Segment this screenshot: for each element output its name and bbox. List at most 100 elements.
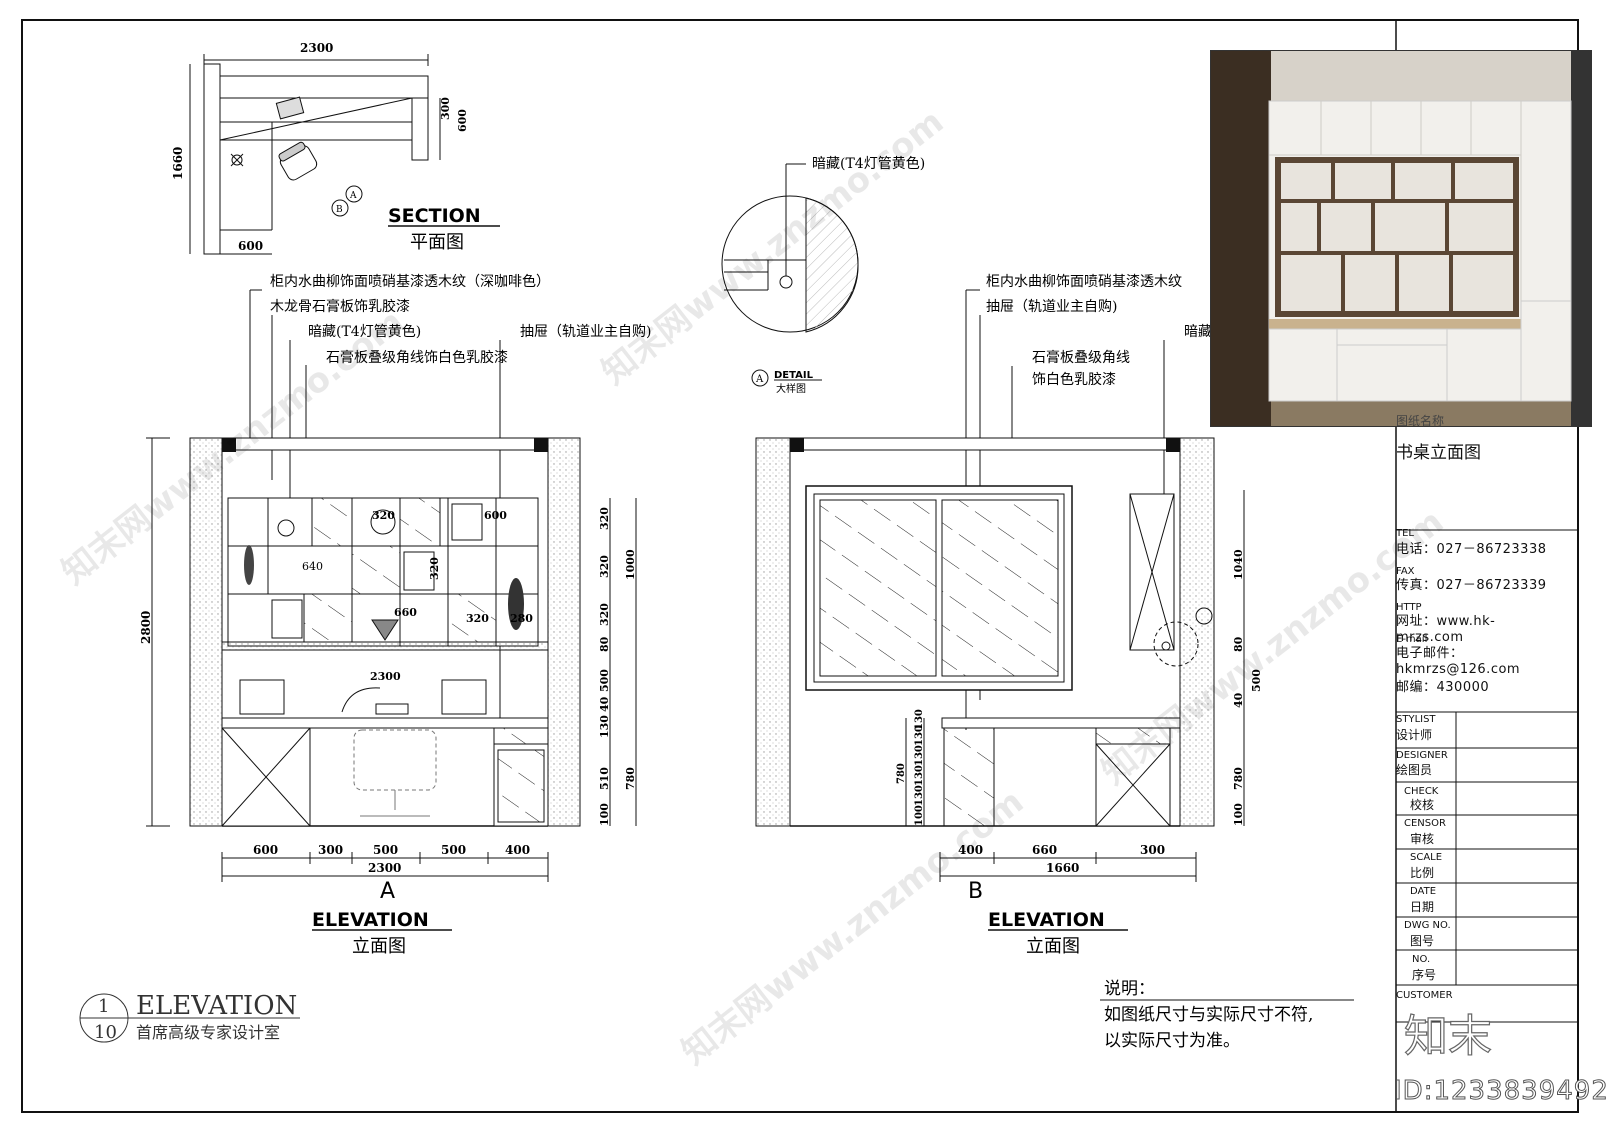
row-cn-5: 日期: [1410, 900, 1435, 914]
notes-title: 说明：: [1104, 979, 1155, 999]
plan-dim-600v: 600: [456, 109, 469, 132]
label-b-1: 抽屉（轨道业主自购): [986, 299, 1117, 315]
plan-dim-depth: 1660: [171, 147, 185, 180]
stamp-num: 1: [98, 996, 109, 1017]
fax-value: 传真：027－86723339: [1396, 578, 1547, 593]
label-b-3: 饰白色乳胶漆: [1032, 371, 1116, 388]
detail-label: 暗藏(T4灯管黄色): [812, 155, 925, 172]
elev-a-bd-0: 600: [253, 843, 278, 857]
row-cn-4: 比例: [1410, 866, 1435, 880]
detail-marker: A: [755, 374, 764, 385]
elev-b-ld-5: 130: [914, 725, 925, 746]
elev-b-rd-2: 40: [1232, 692, 1245, 708]
elev-a-in-5: 320: [466, 612, 489, 625]
elev-a-rd-5: 40: [598, 696, 611, 712]
label-a-4: 石膏板叠级角线饰白色乳胶漆: [326, 349, 508, 366]
elev-b-title-en: ELEVATION: [988, 909, 1105, 931]
tel-label: TEL: [1396, 528, 1414, 539]
drawing-stamp: 1 10 ELEVATION 首席高级专家设计室: [79, 991, 300, 1043]
stamp-cn: 首席高级专家设计室: [136, 1023, 280, 1042]
elev-a-rd-7: 510: [598, 767, 611, 790]
notes-line1: 如图纸尺寸与实际尺寸不符,: [1104, 1005, 1313, 1025]
elev-a-bd-2: 500: [373, 843, 398, 857]
elev-b-bd-0: 400: [958, 843, 983, 857]
elev-a-ro-1: 780: [624, 767, 637, 790]
label-a-1: 木龙骨石膏板饰乳胶漆: [270, 298, 410, 315]
elev-a-bd-1: 300: [318, 843, 343, 857]
elev-b-ld-2: 130: [914, 785, 925, 806]
elev-b-letter: B: [968, 879, 983, 904]
label-a-2: 暗藏(T4灯管黄色): [308, 323, 421, 340]
elev-a-rd-3: 80: [598, 636, 611, 652]
row-en-6: DWG NO.: [1404, 920, 1451, 931]
stamp-en: ELEVATION: [136, 991, 297, 1021]
elev-a-title-cn: 立面图: [352, 936, 406, 957]
elev-a-in-0: 320: [372, 509, 395, 522]
row-cn-7: 序号: [1412, 968, 1437, 982]
reference-photo: [1210, 50, 1592, 427]
stamp-den: 10: [94, 1022, 117, 1043]
elev-b-bd-2: 300: [1140, 843, 1165, 857]
plan-dim-600h: 600: [238, 239, 263, 253]
watermark-id: ID:1233839492: [1394, 1076, 1609, 1107]
postcode: 邮编：430000: [1396, 680, 1490, 695]
plan-view: A B 2300 1660 300 600 600 SECTION 平面图: [171, 41, 500, 255]
elev-a-height: 2800: [139, 611, 153, 644]
row-cn-6: 图号: [1410, 934, 1435, 948]
elev-a-title-en: ELEVATION: [312, 909, 429, 931]
row-cn-3: 审核: [1410, 832, 1435, 846]
label-b-4: 暗藏: [1184, 324, 1212, 340]
elev-b-title-cn: 立面图: [1026, 936, 1080, 957]
label-a-0: 柜内水曲柳饰面喷硝基漆透木纹（深咖啡色）: [270, 273, 550, 290]
elev-a-rd-8: 100: [598, 803, 611, 826]
elev-b-rd-0: 1040: [1232, 549, 1245, 580]
plan-dim-300: 300: [439, 97, 452, 120]
http-value: 网址：www.hk-mrzs.com: [1396, 614, 1496, 645]
row-en-0: STYLIST: [1396, 714, 1436, 725]
elev-a-letter: A: [380, 879, 395, 904]
row-en-3: CENSOR: [1404, 818, 1446, 829]
elev-b-ld-6: 130: [914, 709, 925, 730]
elev-a-rd-2: 320: [598, 603, 611, 626]
elev-b-rd-1: 80: [1232, 636, 1245, 652]
elev-b-ld-4: 130: [914, 745, 925, 766]
row-en-2: CHECK: [1404, 786, 1439, 797]
elevation-b: 柜内水曲柳饰面喷硝基漆透木纹 抽屉（轨道业主自购) 石膏板叠级角线 饰白色乳胶漆…: [755, 273, 1263, 957]
elev-a-in-7: 2300: [370, 670, 401, 683]
email-label: E-mail: [1396, 634, 1428, 645]
title-block-grid: [1396, 529, 1578, 1023]
sheet-border: [21, 19, 1579, 1113]
elev-a-total: 2300: [368, 861, 401, 875]
notes-line2: 以实际尺寸为准。: [1104, 1031, 1240, 1051]
row-en-7: NO.: [1412, 954, 1431, 965]
row-en-5: DATE: [1410, 886, 1437, 897]
label-b-2: 石膏板叠级角线: [1032, 349, 1130, 366]
row-cn-2: 校核: [1410, 798, 1435, 812]
elev-b-ld-1: 100: [914, 805, 925, 826]
row-en-1: DESIGNER: [1396, 750, 1448, 761]
email-cn: 电子邮件：: [1396, 646, 1464, 661]
detail-title-cn: 大样图: [776, 382, 806, 395]
elev-b-rd-4: 780: [1232, 767, 1245, 790]
http-label: HTTP: [1396, 602, 1422, 613]
elev-a-bd-4: 400: [505, 843, 530, 857]
elev-a-in-1: 600: [484, 509, 507, 522]
detail-title-en: DETAIL: [774, 370, 814, 381]
elev-a-bd-3: 500: [441, 843, 466, 857]
fax-label: FAX: [1396, 566, 1415, 577]
plan-marker-b: B: [336, 205, 343, 215]
row-cn-1: 绘图员: [1396, 763, 1433, 777]
elev-a-rd-0: 320: [598, 507, 611, 530]
elev-a-in-6: 280: [510, 612, 533, 625]
label-a-3: 抽屉（轨道业主自购): [520, 324, 651, 340]
elev-b-bd-1: 660: [1032, 843, 1057, 857]
plan-dim-width: 2300: [300, 41, 333, 55]
elev-b-total: 1660: [1046, 861, 1079, 875]
elev-b-rd-3: 500: [1250, 669, 1263, 692]
tel-value: 电话：027－86723338: [1396, 542, 1547, 557]
elev-a-rd-1: 320: [598, 555, 611, 578]
row-cn-0: 设计师: [1396, 728, 1433, 742]
elev-b-ld-0: 780: [896, 763, 907, 784]
email-value: hkmrzs@126.com: [1396, 662, 1521, 677]
